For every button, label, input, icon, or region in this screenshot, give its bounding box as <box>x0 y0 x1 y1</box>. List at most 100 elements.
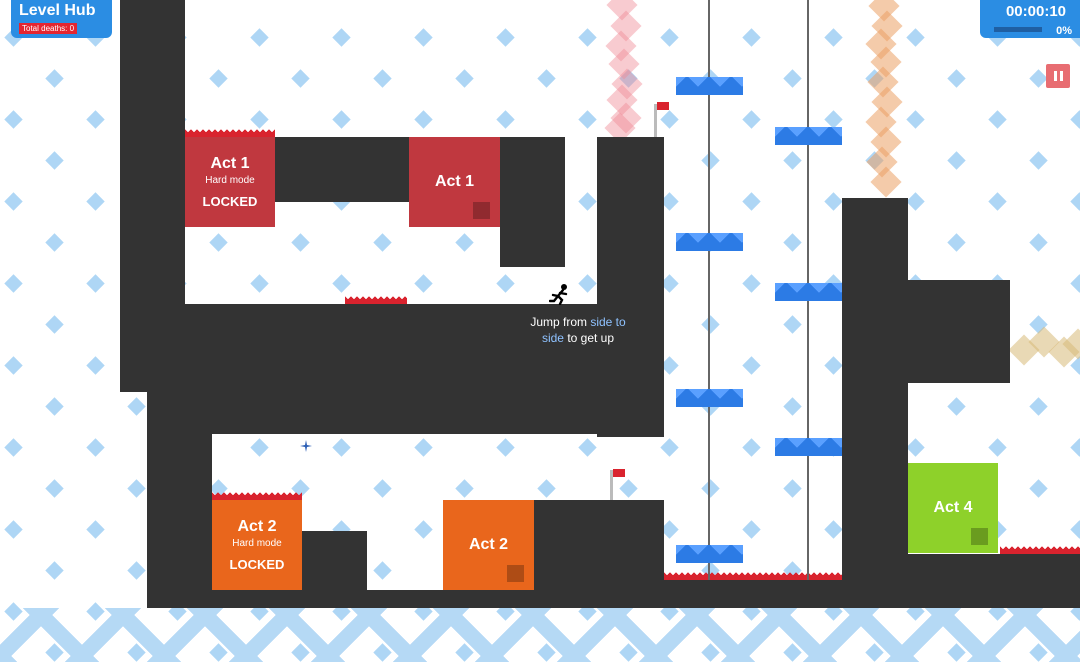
wall-right-column <box>842 198 908 608</box>
moving-platform <box>775 127 842 145</box>
wall-top-block <box>500 137 565 267</box>
door-title: Act 2 <box>237 518 277 535</box>
door-act1[interactable]: Act 1 <box>409 137 500 227</box>
wall-right-arm <box>908 280 1010 383</box>
background-diamond <box>455 643 474 662</box>
background-diamond <box>4 192 23 211</box>
door-act4[interactable]: Act 4 <box>908 463 998 553</box>
background-diamond <box>45 69 64 88</box>
background-diamond <box>127 561 146 580</box>
door-subtitle: Hard mode <box>205 175 255 186</box>
background-diamond <box>947 233 966 252</box>
background-diamond <box>414 438 433 457</box>
background-diamond <box>45 479 64 498</box>
background-diamond <box>332 28 351 47</box>
background-diamond <box>988 438 1007 457</box>
timer-text: 00:00:10 <box>1005 3 1066 20</box>
background-diamond <box>127 479 146 498</box>
background-diamond <box>578 192 597 211</box>
background-diamond <box>250 28 269 47</box>
background-diamond <box>1029 233 1048 252</box>
background-diamond <box>701 479 720 498</box>
hint-highlight: side to <box>590 315 626 329</box>
background-diamond <box>332 438 351 457</box>
background-diamond <box>947 69 966 88</box>
background-diamond <box>824 28 843 47</box>
background-diamond <box>537 479 556 498</box>
background-diamond <box>701 643 720 662</box>
background-diamond <box>1070 192 1080 211</box>
background-diamond <box>86 602 105 621</box>
background-diamond <box>742 110 761 129</box>
background-diamond <box>742 28 761 47</box>
moving-platform <box>775 283 842 301</box>
background-diamond <box>824 356 843 375</box>
background-diamond <box>455 233 474 252</box>
background-diamond <box>824 520 843 539</box>
background-diamond <box>1070 520 1080 539</box>
background-diamond <box>1070 110 1080 129</box>
spikes-right <box>1000 545 1080 554</box>
background-diamond <box>906 438 925 457</box>
background-diamond <box>537 643 556 662</box>
background-diamond <box>45 151 64 170</box>
background-diamond <box>578 28 597 47</box>
background-diamond <box>824 110 843 129</box>
background-diamond <box>4 602 23 621</box>
background-diamond <box>783 397 802 416</box>
progress-percent: 0% <box>1056 25 1072 37</box>
background-diamond <box>414 520 433 539</box>
background-diamond <box>45 233 64 252</box>
background-diamond <box>947 151 966 170</box>
moving-platform <box>676 77 743 95</box>
background-diamond <box>4 110 23 129</box>
background-diamond <box>906 192 925 211</box>
door-act2[interactable]: Act 2 <box>443 500 534 590</box>
door-act2-hard[interactable]: Act 2 Hard mode LOCKED <box>212 500 302 590</box>
background-diamond <box>660 28 679 47</box>
background-diamond <box>45 561 64 580</box>
door-status: LOCKED <box>202 194 258 209</box>
total-deaths-badge: Total deaths: 0 <box>19 23 78 34</box>
star-icon[interactable] <box>300 440 312 452</box>
background-diamond <box>291 643 310 662</box>
background-diamond <box>537 69 556 88</box>
background-diamond <box>1029 151 1048 170</box>
background-diamond <box>578 110 597 129</box>
door-marker <box>507 565 524 582</box>
background-diamond <box>455 479 474 498</box>
background-diamond <box>660 438 679 457</box>
background-diamond <box>209 233 228 252</box>
background-diamond <box>906 28 925 47</box>
background-diamond <box>45 315 64 334</box>
background-diamond <box>742 520 761 539</box>
timer-panel: 00:00:10 0% <box>980 0 1080 38</box>
door-act1-hard[interactable]: Act 1 Hard mode LOCKED <box>185 137 275 227</box>
background-diamond <box>291 233 310 252</box>
background-diamond <box>250 274 269 293</box>
background-diamond <box>906 110 925 129</box>
door-title: Act 4 <box>933 499 973 516</box>
door-marker <box>971 528 988 545</box>
background-diamond <box>701 151 720 170</box>
background-diamond <box>742 274 761 293</box>
door-subtitle: Hard mode <box>232 538 282 549</box>
background-diamond <box>824 192 843 211</box>
moving-platform <box>676 389 743 407</box>
background-diamond <box>4 520 23 539</box>
pause-button[interactable] <box>1046 64 1070 88</box>
background-diamond <box>455 69 474 88</box>
elevator-rail-left <box>708 0 710 580</box>
background-diamond <box>414 274 433 293</box>
door-marker <box>473 202 490 219</box>
progress-bar <box>994 27 1042 32</box>
background-diamond <box>701 315 720 334</box>
background-diamond <box>496 438 515 457</box>
background-diamond <box>578 438 597 457</box>
background-diamond <box>1029 479 1048 498</box>
background-diamond <box>1070 438 1080 457</box>
background-diamond <box>86 438 105 457</box>
background-diamond <box>373 643 392 662</box>
background-diamond <box>783 69 802 88</box>
background-diamond <box>4 438 23 457</box>
